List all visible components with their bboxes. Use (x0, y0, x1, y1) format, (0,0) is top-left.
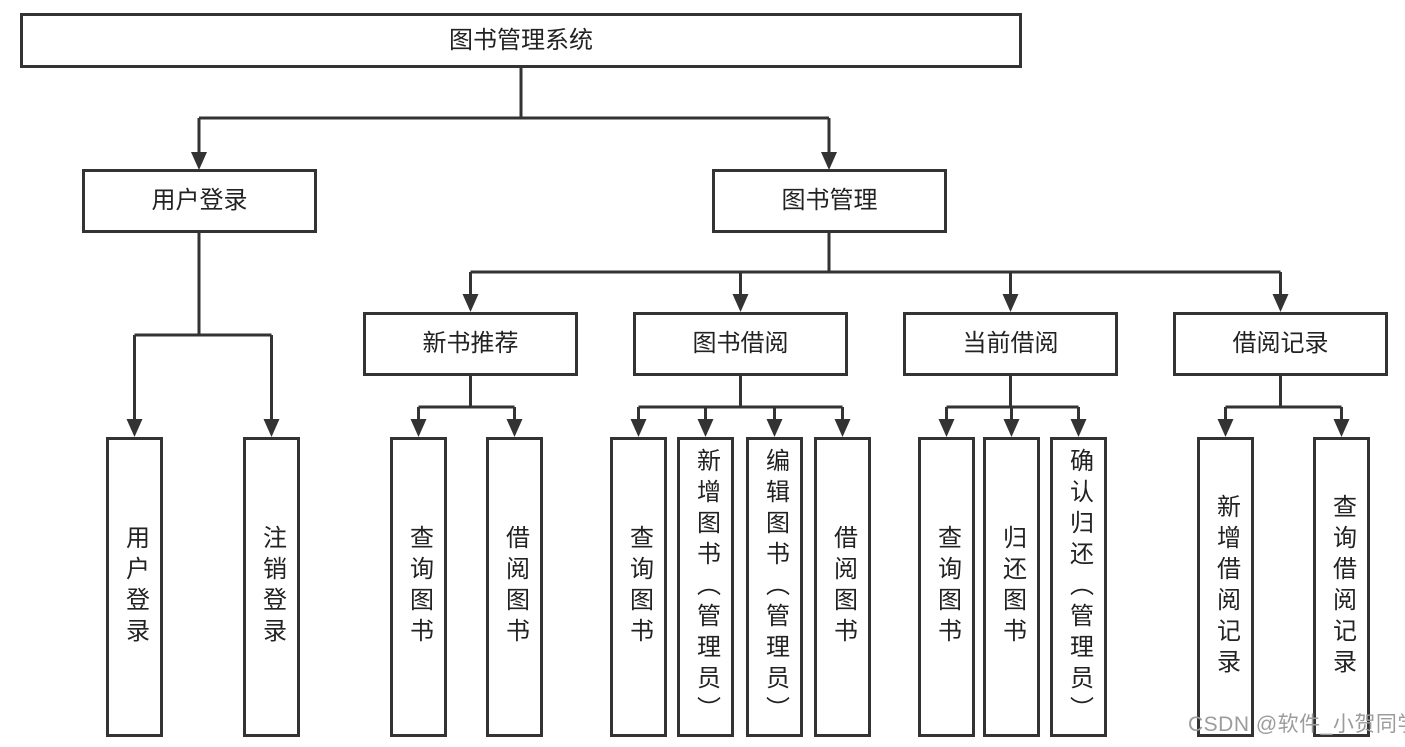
connector-arrowhead (821, 152, 837, 170)
connector-arrowhead (462, 294, 479, 312)
node-new-books: 新书推荐 (363, 312, 578, 376)
node-borrow-records: 借阅记录 (1173, 312, 1388, 376)
node-user-login: 用户登录 (82, 169, 317, 233)
connector-arrowhead (732, 294, 749, 312)
connector-arrowhead (1333, 419, 1350, 437)
connector-arrowhead (506, 419, 523, 437)
leaf-borrow-records-add: 新增借阅记录 (1197, 437, 1254, 737)
leaf-book-borrow-edit: 编辑图书（管理员） (746, 437, 803, 737)
leaf-user-login-login: 用户登录 (106, 437, 163, 737)
leaf-new-books-query: 查询图书 (390, 437, 447, 737)
leaf-book-borrow-add: 新增图书（管理员） (677, 437, 734, 737)
watermark: CSDN @软件_小贺同学 (1188, 713, 1405, 736)
connector-arrowhead (191, 152, 207, 170)
connector-arrowhead (1070, 419, 1087, 437)
node-root: 图书管理系统 (20, 13, 1022, 68)
connector-arrowhead (697, 419, 714, 437)
leaf-current-borrow-return: 归还图书 (983, 437, 1040, 737)
node-book-mgmt: 图书管理 (712, 169, 947, 233)
connector-arrowhead (938, 419, 955, 437)
connector-arrowhead (1003, 419, 1020, 437)
node-book-borrow: 图书借阅 (633, 312, 848, 376)
leaf-book-borrow-borrow: 借阅图书 (814, 437, 871, 737)
leaf-current-borrow-confirm: 确认归还（管理员） (1050, 437, 1107, 737)
leaf-book-borrow-query: 查询图书 (610, 437, 667, 737)
connector-arrowhead (126, 419, 143, 437)
leaf-borrow-records-query: 查询借阅记录 (1313, 437, 1370, 737)
leaf-user-login-logout: 注销登录 (243, 437, 300, 737)
node-current-borrow: 当前借阅 (903, 312, 1118, 376)
connector-arrowhead (766, 419, 783, 437)
connector-arrowhead (630, 419, 647, 437)
connector-arrowhead (1217, 419, 1234, 437)
connector-arrowhead (1272, 294, 1289, 312)
leaf-new-books-borrow: 借阅图书 (486, 437, 543, 737)
connector-arrowhead (410, 419, 427, 437)
connector-arrowhead (1002, 294, 1019, 312)
connector-arrowhead (834, 419, 851, 437)
connector-arrowhead (263, 419, 280, 437)
leaf-current-borrow-query: 查询图书 (918, 437, 975, 737)
